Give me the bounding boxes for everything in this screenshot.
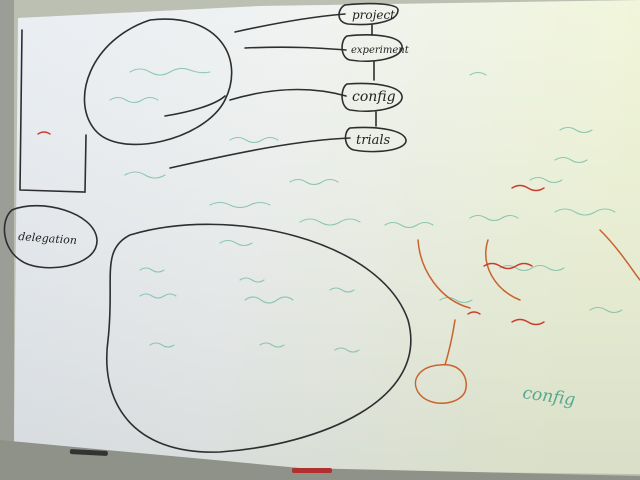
marker-tray: [0, 440, 640, 480]
label-project: project: [352, 8, 395, 22]
label-delegation: delegation: [18, 230, 78, 247]
black-ink-drawings: [3, 2, 412, 453]
red-ink-marks: [37, 131, 545, 326]
marker-red: [292, 468, 332, 473]
whiteboard-shading: [14, 0, 640, 474]
faint-green-scribbles: [109, 67, 623, 353]
marker-black: [69, 449, 108, 456]
wall-left-edge: [0, 0, 14, 480]
chain-labels: project experiment config trials delegat…: [18, 8, 410, 247]
orange-ink-drawings: [414, 229, 640, 404]
label-config: config: [352, 89, 396, 105]
label-trials: trials: [356, 133, 391, 148]
label-experiment: experiment: [351, 45, 410, 56]
